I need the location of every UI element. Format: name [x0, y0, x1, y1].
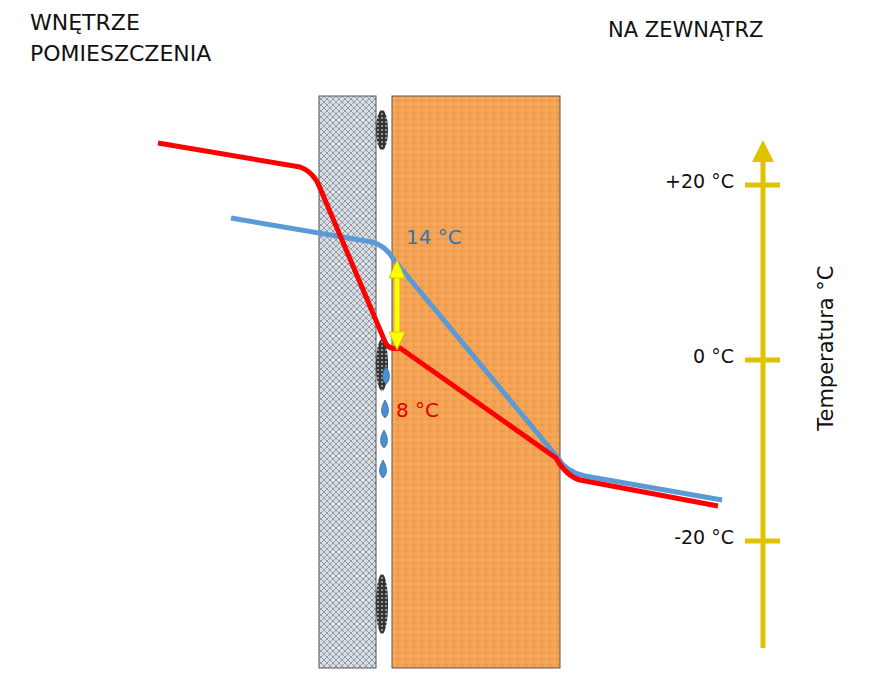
- side-heading: NA ZEWNĄTRZ: [608, 17, 763, 43]
- brick-wall: [392, 96, 560, 668]
- insulation-layer: [319, 96, 376, 668]
- temperature-axis: [745, 140, 780, 648]
- temperature-value: 14 °C: [406, 225, 462, 250]
- axis-tick-label: +20 °C: [665, 170, 734, 194]
- temperature-line: [158, 143, 718, 506]
- air-gap-mark: [376, 574, 388, 634]
- axis-title: Temperatura °C: [813, 265, 839, 430]
- temperature-value: 8 °C: [396, 398, 439, 423]
- axis-tick-label: 0 °C: [693, 345, 734, 369]
- dew-point-line: [231, 218, 722, 500]
- air-gap-mark: [376, 110, 388, 150]
- difference-arrow: [389, 260, 405, 350]
- axis-tick-label: -20 °C: [674, 526, 734, 550]
- water-drops: [380, 366, 390, 478]
- side-heading: WNĘTRZE POMIESZCZENIA: [30, 8, 280, 70]
